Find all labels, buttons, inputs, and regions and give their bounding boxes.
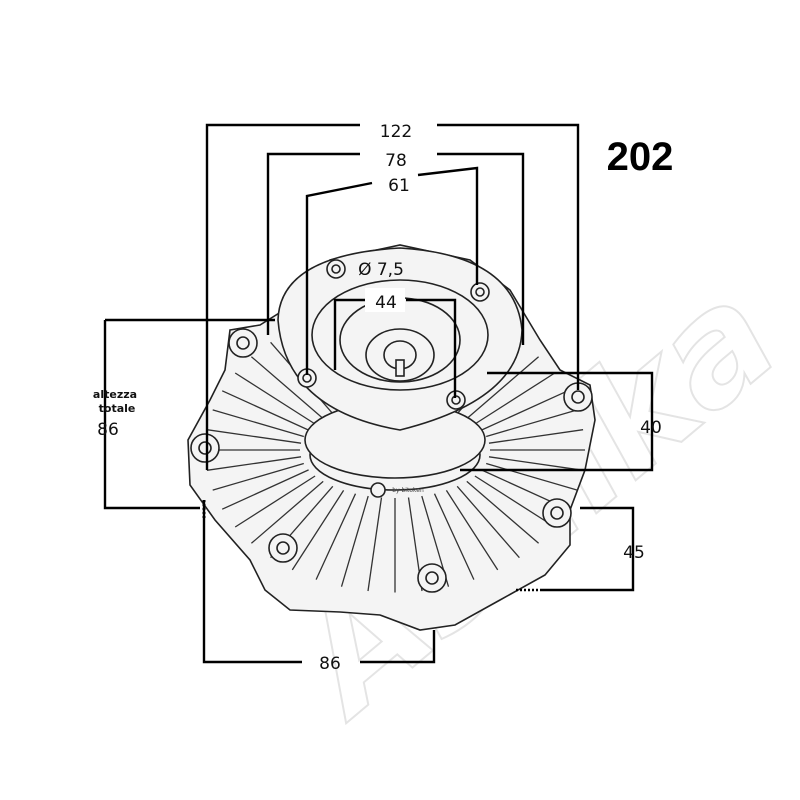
fin xyxy=(433,493,475,580)
fin xyxy=(481,390,569,431)
fin xyxy=(234,372,316,425)
dim-bolt-circle: 61 xyxy=(388,176,410,196)
fin xyxy=(466,356,540,420)
fin xyxy=(474,372,556,425)
mounting-bosses xyxy=(190,328,593,593)
fin xyxy=(486,462,578,491)
total-height-label-line2: totale xyxy=(99,402,136,415)
fin xyxy=(367,497,383,592)
dim-total-height: 86 xyxy=(97,420,119,440)
fin xyxy=(466,480,540,544)
fin xyxy=(488,429,584,444)
part-code: 202 xyxy=(607,135,674,179)
dim-bottom-width: 86 xyxy=(319,654,341,674)
fin xyxy=(474,475,556,528)
fin xyxy=(250,356,324,420)
fin xyxy=(221,390,309,431)
fan-clutch-illustration xyxy=(187,244,596,631)
dim-overall-width: 122 xyxy=(380,122,412,142)
dimension-lines xyxy=(103,123,654,664)
fin xyxy=(206,456,302,471)
dim-flange-outer: 78 xyxy=(385,151,407,171)
total-height-label-line1: altezza xyxy=(93,388,137,401)
fin xyxy=(315,493,357,580)
dim-hole-diameter: Ø 7,5 xyxy=(358,260,404,280)
flange-bolt-holes xyxy=(297,259,490,410)
fin xyxy=(445,490,499,571)
fin xyxy=(206,429,302,444)
fin xyxy=(234,475,316,528)
fin xyxy=(488,456,584,471)
fin xyxy=(291,490,345,571)
credit-text: by bitoken xyxy=(392,487,424,494)
fin xyxy=(456,485,520,559)
fin xyxy=(221,469,309,510)
dim-right-upper: 40 xyxy=(640,418,662,438)
fin xyxy=(486,409,578,438)
fin xyxy=(212,409,304,438)
fin xyxy=(250,480,324,544)
fin xyxy=(212,462,304,491)
dim-center-bore: 44 xyxy=(375,293,397,313)
dim-right-lower: 45 xyxy=(623,543,645,563)
fin xyxy=(340,495,369,587)
